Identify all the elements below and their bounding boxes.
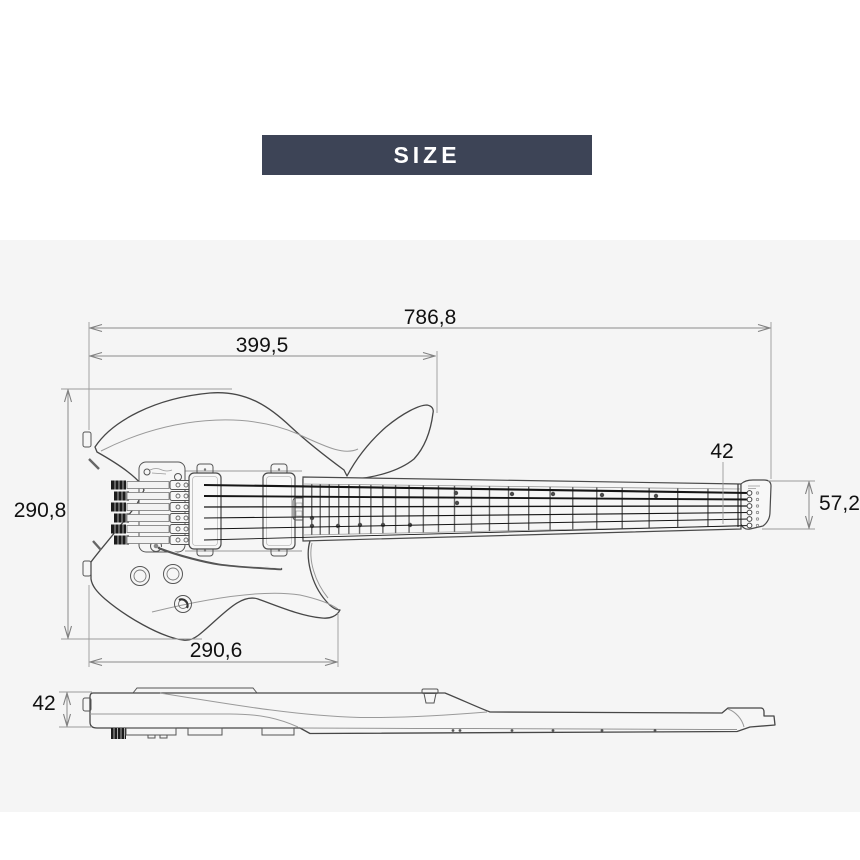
dim-label-head-end-width: 57,2 xyxy=(819,492,860,515)
dim-label-body-length: 290,6 xyxy=(190,639,243,662)
trem-arm-socket-center xyxy=(153,543,159,549)
side-pickup-neck xyxy=(261,727,295,736)
dim-label-bridge-to-nut: 399,5 xyxy=(236,334,289,357)
bridge-screw-icon xyxy=(143,468,151,476)
side-bridge-underside xyxy=(111,727,177,739)
dimension-total-length: 786,8 xyxy=(88,306,772,479)
side-trem-arm-tip xyxy=(421,688,439,704)
volume-knob xyxy=(130,566,150,586)
top-carve-line xyxy=(100,419,359,452)
cutaway-carve-line xyxy=(310,542,329,599)
guitar-side-view xyxy=(82,687,776,739)
size-banner: SIZE xyxy=(262,135,592,175)
dimension-body-thickness: 42 xyxy=(32,691,92,728)
dim-label-body-thickness: 42 xyxy=(32,692,55,715)
edge-slot-lower xyxy=(92,540,102,551)
side-fret-dots xyxy=(451,729,657,732)
dim-label-total-length: 786,8 xyxy=(404,306,457,329)
side-carve-line-upper xyxy=(159,692,488,719)
strap-tab-lower xyxy=(82,560,92,577)
dim-label-nut-width: 42 xyxy=(710,440,733,463)
tone-knob xyxy=(163,564,183,584)
pickup-bridge xyxy=(188,463,222,557)
bridge-logo-mark xyxy=(149,468,173,475)
strings xyxy=(203,483,750,541)
edge-slot-upper xyxy=(88,458,100,470)
dimension-bridge-to-nut: 399,5 xyxy=(90,334,438,413)
volume-knob-inner xyxy=(133,569,147,583)
side-pickup-bridge xyxy=(187,727,223,736)
dimension-body-length: 290,6 xyxy=(88,585,339,667)
pickup-neck xyxy=(262,463,296,557)
side-headpiece-chamfer xyxy=(727,708,745,728)
side-neck-underside-line xyxy=(299,727,738,730)
guitar-top-view xyxy=(82,392,772,641)
dim-label-body-width: 290,8 xyxy=(14,499,67,522)
tone-knob-inner xyxy=(166,567,180,581)
side-carve-line-lower xyxy=(90,713,299,728)
headpiece-logo-mark xyxy=(748,485,760,489)
tremolo-arm xyxy=(157,546,283,571)
side-body-outline xyxy=(89,692,776,735)
string-lock-holes xyxy=(746,490,760,529)
dimension-head-end-width: 57,2 xyxy=(762,480,860,530)
fretboard-edge-top xyxy=(302,483,741,490)
dimension-body-width: 290,8 xyxy=(14,388,232,640)
dimension-nut-width: 42 xyxy=(710,440,734,524)
strap-tab-upper xyxy=(82,431,92,448)
side-strap-tab xyxy=(82,697,92,712)
headpiece xyxy=(740,479,772,530)
output-jack xyxy=(174,595,192,613)
side-bridge-plate xyxy=(132,687,258,694)
size-banner-label: SIZE xyxy=(393,141,461,168)
tremolo-arm-highlight xyxy=(159,546,282,569)
